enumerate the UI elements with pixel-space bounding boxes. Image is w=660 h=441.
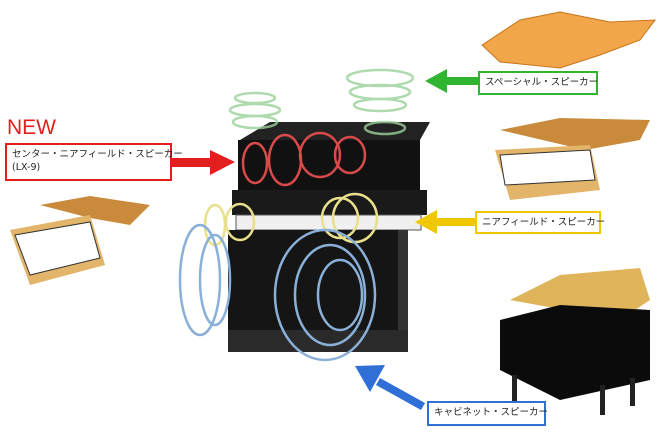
grand-piano-keys-image-left [10, 196, 150, 285]
spatial-speaker-label: スペーシャル・スピーカー [478, 71, 598, 95]
arrow-nearfield [415, 210, 477, 234]
center-nearfield-speaker-label: センター・ニアフィールド・スピーカー (LX-9) [5, 143, 183, 181]
upright-piano-image [228, 122, 430, 352]
nearfield-speaker-waves [203, 192, 379, 247]
center-nearfield-speaker-waves [241, 131, 367, 187]
arrow-center [172, 150, 235, 175]
grand-piano-keys-image-right [495, 118, 650, 200]
center-label-line2: (LX-9) [12, 162, 41, 173]
center-label-line1: センター・ニアフィールド・スピーカー [12, 149, 183, 160]
arrow-cabinet [355, 365, 425, 410]
spatial-speaker-waves [228, 68, 415, 136]
grand-piano-image [500, 268, 650, 415]
nearfield-speaker-label: ニアフィールド・スピーカー [475, 211, 605, 234]
arrow-special [425, 69, 480, 93]
new-badge: NEW [7, 116, 56, 139]
cabinet-speaker-label: キャビネット・スピーカー [427, 401, 548, 426]
grand-piano-frame-image [481, 11, 657, 69]
cabinet-speaker-waves [178, 223, 377, 362]
